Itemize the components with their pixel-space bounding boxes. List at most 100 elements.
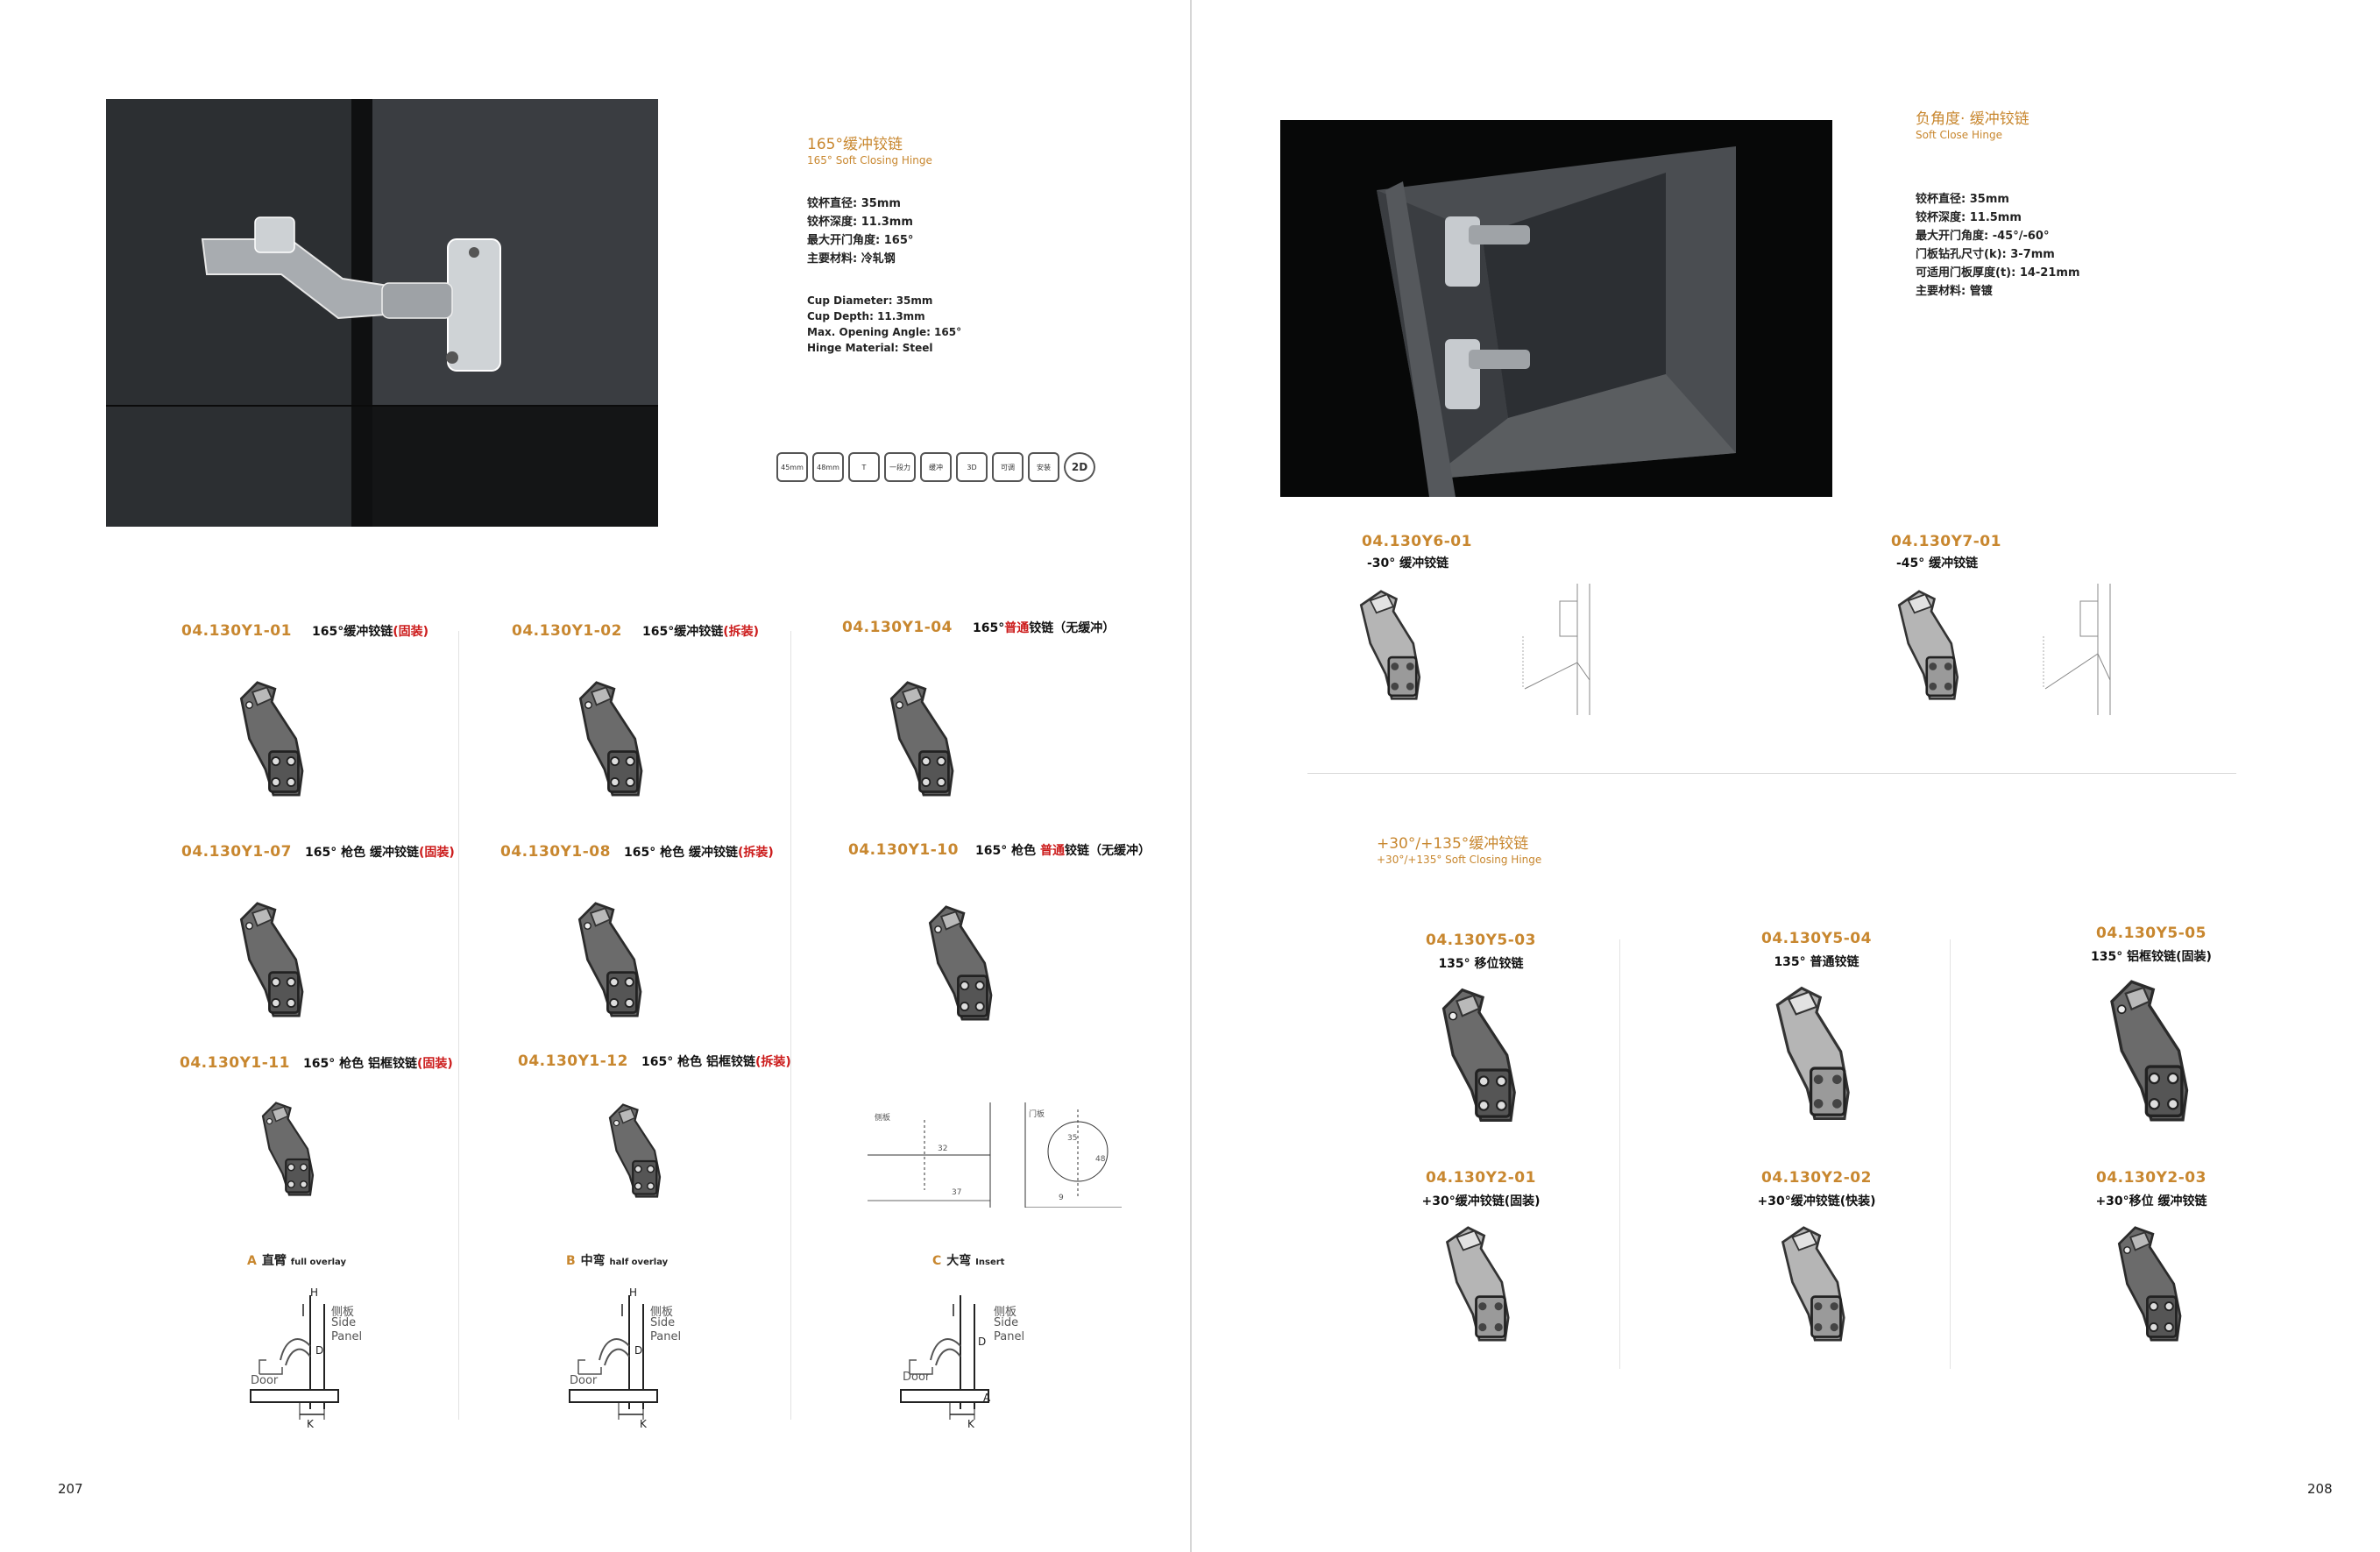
- product-card: 04.130Y1-01 165°缓冲铰链(固装): [181, 622, 444, 808]
- grid-divider: [458, 631, 459, 1420]
- 2d-icon: 2D: [1064, 452, 1095, 482]
- label-a: A: [983, 1392, 991, 1404]
- 3d-adjust-icon: 3D: [956, 452, 988, 482]
- hero-image-left: [106, 99, 658, 527]
- technical-drawing: [1522, 584, 1590, 715]
- product-code: 04.130Y2-02: [1761, 1169, 1872, 1187]
- product-code: 04.130Y1-12: [518, 1052, 628, 1070]
- product-card: 04.130Y2-02 +30°缓冲铰链(快装): [1703, 1169, 1930, 1353]
- label-side-en1: Side: [994, 1316, 1019, 1329]
- product-card: 04.130Y1-12 165° 枪色 铝框铰链(拆装): [518, 1052, 798, 1215]
- hinge-image: [875, 673, 972, 804]
- label-h: H: [629, 1286, 638, 1299]
- section2-title-en: +30°/+135° Soft Closing Hinge: [1377, 854, 1542, 866]
- product-name: 135° 移位铰链: [1438, 957, 1524, 971]
- spec-line: 铰杯直径: 35mm: [1916, 193, 2009, 206]
- spec-line: 铰杯深度: 11.5mm: [1916, 211, 2022, 224]
- product-code: 04.130Y1-10: [848, 841, 959, 859]
- product-card: 04.130Y5-05 135° 铝框铰链(固装): [2029, 925, 2274, 1133]
- product-name: 165°缓冲铰链: [642, 625, 724, 639]
- hinge-image: [1768, 1218, 1865, 1350]
- drill-dim: 9: [1059, 1194, 1064, 1202]
- hinge-image: [1879, 584, 1984, 706]
- hero-image-right: [1280, 120, 1832, 497]
- product-code: 04.130Y7-01: [1891, 533, 2001, 550]
- drill-dim: 32: [938, 1145, 948, 1153]
- spec-line: 最大开门角度: -45°/-60°: [1916, 230, 2050, 243]
- product-name: 165° 枪色 铝框铰链: [303, 1057, 418, 1071]
- product-card: 04.130Y1-08 165° 枪色 缓冲铰链(拆装): [500, 843, 790, 1029]
- label-side-cn: 侧板: [650, 1306, 674, 1319]
- label-d: D: [978, 1336, 987, 1348]
- product-card: 04.130Y5-03 135° 移位铰链: [1367, 932, 1595, 1133]
- hinge-image: [250, 1088, 329, 1210]
- label-side-en2: Panel: [331, 1330, 363, 1343]
- product-name: +30°移位 缓冲铰链: [2095, 1194, 2207, 1208]
- label-side-en2: Panel: [650, 1330, 682, 1343]
- overlay-cn: 中弯: [580, 1254, 606, 1268]
- product-card: 04.130Y5-04 135° 普通铰链: [1703, 930, 1930, 1131]
- label-k: K: [640, 1418, 647, 1430]
- section-title-cn: 165°缓冲铰链: [807, 136, 903, 153]
- section2-title-cn: +30°/+135°缓冲铰链: [1377, 835, 1529, 853]
- product-name: 165°缓冲铰链: [312, 625, 393, 639]
- soft-close-icon: 缓冲: [920, 452, 952, 482]
- label-k: K: [307, 1418, 314, 1430]
- spec-line: Cup Depth: 11.3mm: [807, 310, 925, 322]
- product-tag: (固装): [419, 846, 455, 860]
- page-number-left: 207: [58, 1481, 83, 1497]
- t-plate-icon: T: [848, 452, 880, 482]
- product-code: 04.130Y1-01: [181, 622, 292, 640]
- product-name: +30°缓冲铰链(快装): [1757, 1194, 1876, 1208]
- product-name-highlight: 普通: [1004, 621, 1030, 635]
- product-card: 04.130Y1-10 165° 枪色 普通铰链（无缓冲）: [848, 841, 1164, 1032]
- product-name: -30° 缓冲铰链: [1367, 556, 1449, 570]
- spec-line: 铰杯深度: 11.3mm: [807, 216, 913, 229]
- hinge-image: [914, 897, 1010, 1029]
- hinge-image: [1755, 979, 1878, 1128]
- hinge-image: [225, 894, 322, 1025]
- adjustable-icon: 可调: [992, 452, 1024, 482]
- hinge-image: [1433, 1218, 1529, 1350]
- overlay-cn: 大弯: [946, 1254, 972, 1268]
- product-card: 04.130Y2-03 +30°移位 缓冲铰链: [2037, 1169, 2265, 1353]
- grid-divider: [1950, 939, 1951, 1369]
- technical-drawing: [2043, 584, 2111, 715]
- product-card: 04.130Y1-07 165° 枪色 缓冲铰链(固装): [181, 843, 455, 1029]
- drill-label-door: 门板: [1029, 1110, 1045, 1119]
- product-tag: (拆装): [738, 846, 774, 860]
- product-tag: (固装): [393, 625, 429, 639]
- feature-icon-row: 45mm 48mm T 一段力 缓冲 3D 可调 安装 2D: [776, 452, 1095, 482]
- label-side-cn: 侧板: [994, 1306, 1017, 1319]
- product-code: 04.130Y5-05: [2096, 925, 2206, 942]
- label-door: Door: [251, 1374, 279, 1387]
- label-d: D: [634, 1344, 643, 1357]
- product-name: 165° 枪色 缓冲铰链: [305, 846, 420, 860]
- label-side-en1: Side: [650, 1316, 676, 1329]
- product-card: 04.130Y1-04 165°普通铰链（无缓冲）: [842, 619, 1158, 808]
- product-name-suffix: 铰链（无缓冲）: [1065, 844, 1151, 858]
- product-name: 135° 普通铰链: [1774, 955, 1859, 969]
- product-code: 04.130Y6-01: [1362, 533, 1472, 550]
- product-tag: (拆装): [723, 625, 760, 639]
- product-name: 165° 枪色 铝框铰链: [641, 1055, 756, 1069]
- drill-label-side: 侧板: [875, 1114, 891, 1123]
- hinge-image: [563, 894, 660, 1025]
- label-side-en1: Side: [331, 1316, 357, 1329]
- grid-divider: [790, 631, 791, 1420]
- overlay-en: full overlay: [290, 1258, 347, 1267]
- product-card: 04.130Y1-11 165° 枪色 铝框铰链(固装): [180, 1054, 453, 1214]
- hinge-image: [225, 673, 322, 804]
- overlay-letter: A: [247, 1254, 257, 1268]
- grid-divider: [1619, 939, 1620, 1369]
- page-number-right: 208: [2307, 1481, 2333, 1497]
- hinge-photo: [1445, 216, 1530, 409]
- hinge-image: [2103, 1218, 2199, 1350]
- label-door: Door: [570, 1374, 598, 1387]
- label-side-cn: 侧板: [331, 1306, 355, 1319]
- hinge-photo: [201, 216, 501, 372]
- spec-line: Max. Opening Angle: 165°: [807, 326, 962, 338]
